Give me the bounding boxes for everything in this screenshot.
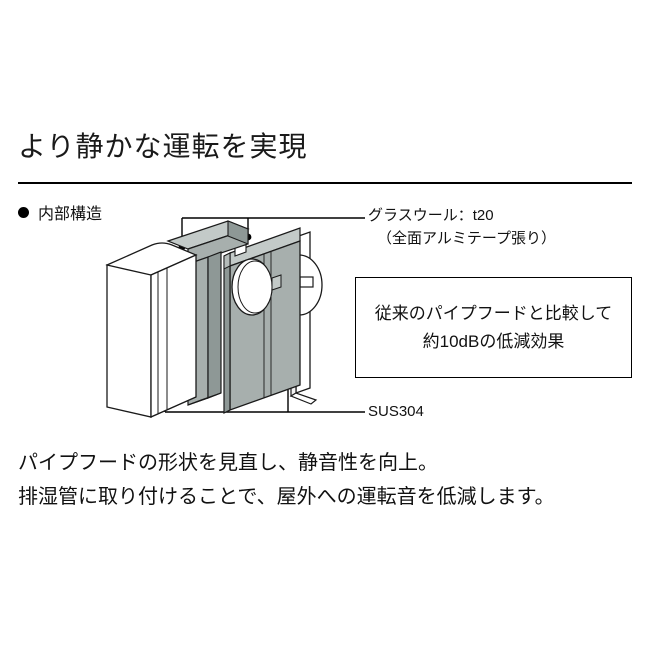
title-divider [18,182,632,184]
emphasis-box: 従来のパイプフードと比較して 約10dBの低減効果 [355,277,632,378]
section-label-text: 内部構造 [38,206,103,223]
emphasis-box-line1: 従来のパイプフードと比較して [374,303,613,323]
part-hood-cover [105,242,198,419]
body-copy-line1: パイプフードの形状を見直し、静音性を向上。 [18,452,438,474]
section-label: 内部構造 [18,204,102,226]
part-inner-plate [223,227,301,414]
body-copy: パイプフードの形状を見直し、静音性を向上。 排湿管に取り付けることで、屋外への運… [18,446,555,514]
leader-line-sus [164,386,365,413]
body-copy-line2: 排湿管に取り付けることで、屋外への運転音を低減します。 [18,486,555,508]
leader-dot-sus-backplate [284,380,292,388]
callout-glasswool-line2: （全面アルミテープ張り） [377,230,556,247]
leader-dot-glasswool-panel [178,243,186,251]
callout-sus304: SUS304 [368,403,424,420]
leader-dot-glasswool-plate [244,233,252,241]
part-back-plate-duct [275,231,323,405]
emphasis-box-line2: 約10dBの低減効果 [422,331,565,351]
part-duct-sleeve [264,246,290,312]
callout-glasswool: グラスウール：t20 （全面アルミテープ張り） [368,204,556,250]
callout-glasswool-line1: グラスウール：t20 [368,207,494,224]
page-title: より静かな運転を実現 [18,131,308,162]
leader-dot-sus-cover [161,396,169,404]
leader-line-glasswool [181,217,365,246]
filled-circle-bullet-icon [18,207,29,218]
part-glass-wool-panel [166,220,250,406]
